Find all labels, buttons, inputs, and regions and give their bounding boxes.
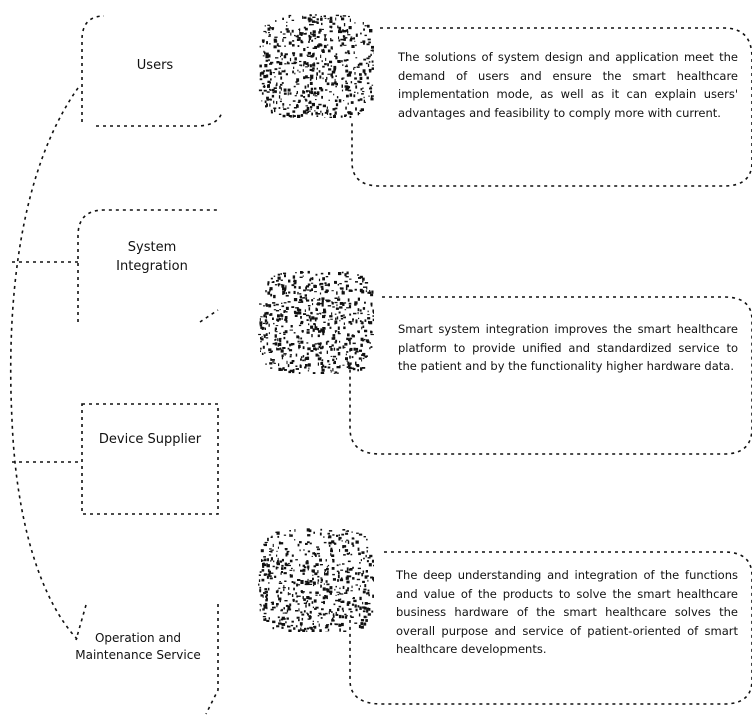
node-system-integration: System Integration bbox=[92, 238, 212, 276]
node-om-service-label: Operation and Maintenance Service bbox=[75, 631, 201, 662]
description-2: Smart system integration improves the sm… bbox=[398, 320, 738, 376]
description-1-text: The solutions of system design and appli… bbox=[398, 50, 738, 120]
desc1-box bbox=[351, 27, 752, 187]
users-image-icon bbox=[258, 14, 374, 118]
device-box bbox=[81, 403, 219, 515]
users-left-edge bbox=[81, 15, 105, 122]
node-device-supplier-label: Device Supplier bbox=[98, 432, 202, 447]
om-left-edge bbox=[75, 604, 87, 641]
system-bottom-edge bbox=[199, 309, 219, 323]
description-1: The solutions of system design and appli… bbox=[398, 48, 738, 122]
description-3: The deep understanding and integration o… bbox=[396, 566, 738, 659]
users-bottom-edge bbox=[96, 111, 223, 127]
node-users-label: Users bbox=[136, 58, 174, 73]
om-right-edge bbox=[205, 604, 219, 715]
description-2-text: Smart system integration improves the sm… bbox=[398, 322, 738, 373]
spine-arc bbox=[9, 87, 79, 641]
node-users: Users bbox=[100, 56, 210, 75]
desc3-box bbox=[349, 551, 752, 705]
node-device-supplier: Device Supplier bbox=[94, 430, 206, 449]
device-image-icon bbox=[258, 528, 374, 632]
system-image-icon bbox=[258, 270, 374, 374]
system-top-edge bbox=[77, 209, 218, 322]
description-3-text: The deep understanding and integration o… bbox=[396, 568, 738, 656]
node-om-service: Operation and Maintenance Service bbox=[68, 630, 208, 664]
desc2-box bbox=[349, 296, 752, 455]
node-system-integration-label: System Integration bbox=[116, 240, 188, 274]
